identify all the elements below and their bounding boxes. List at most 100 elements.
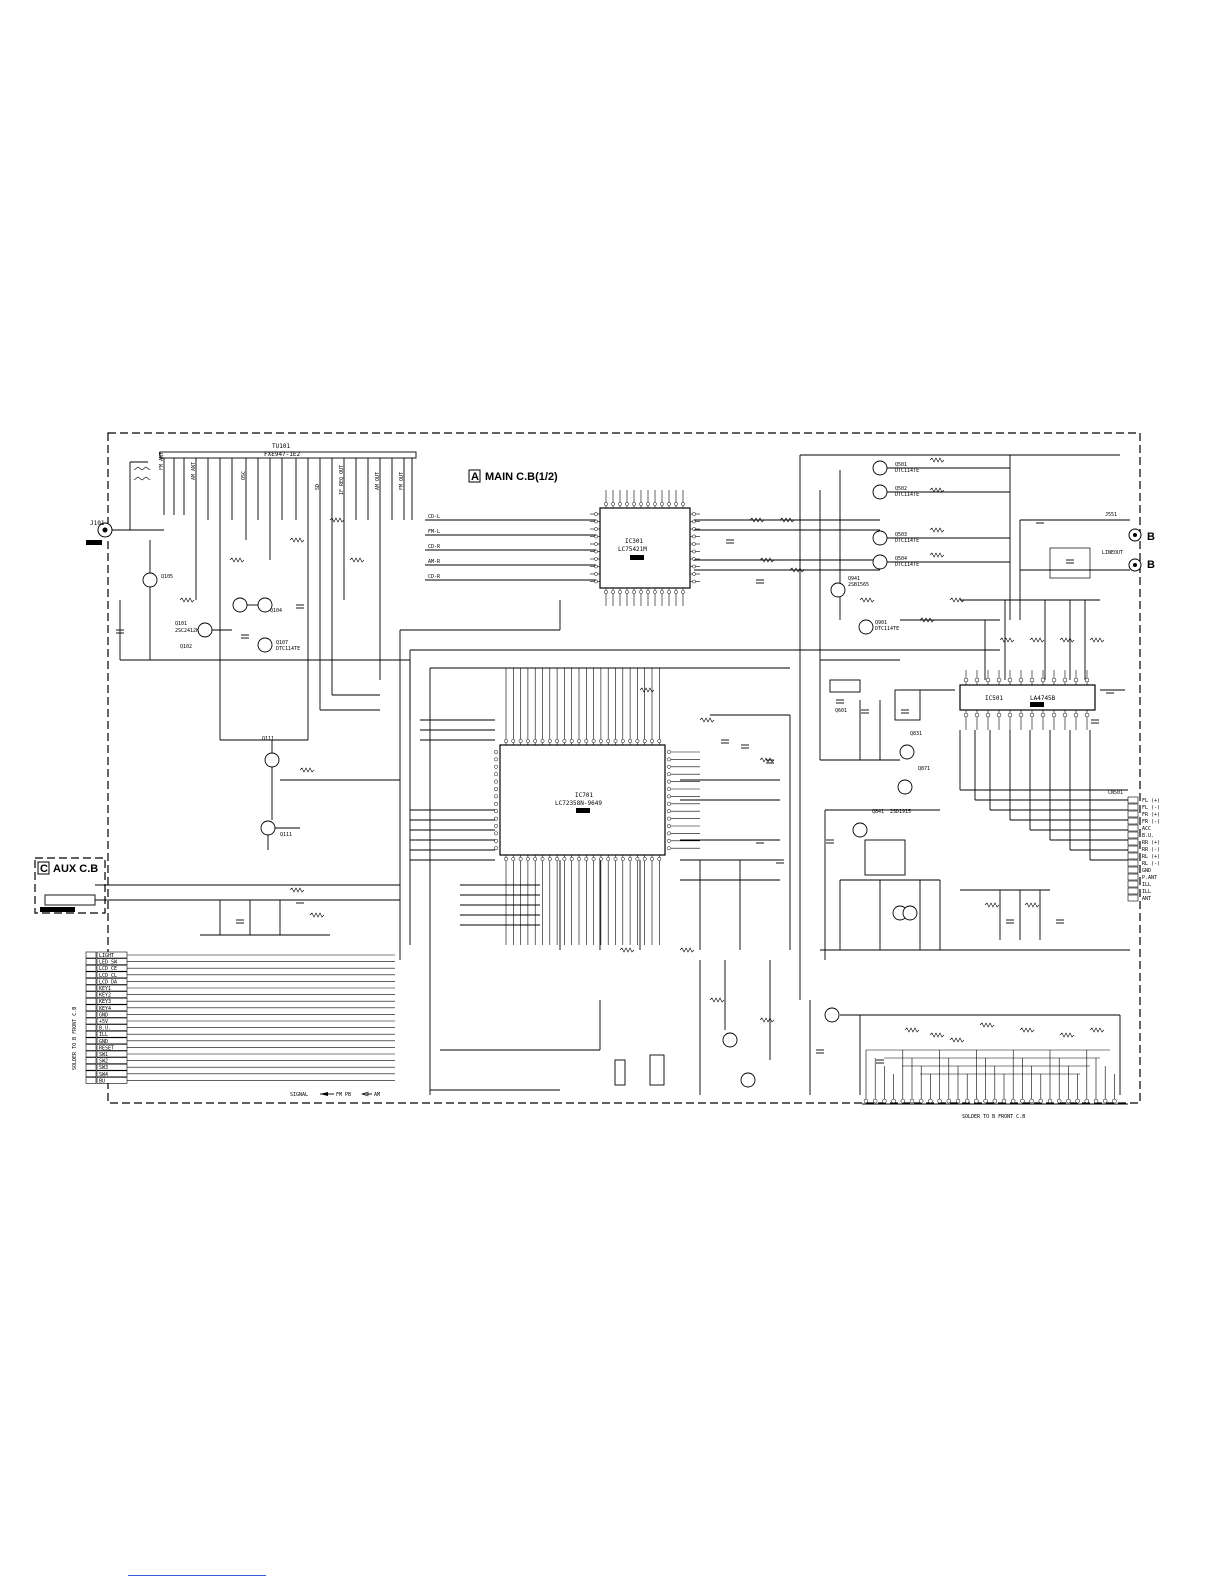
front-pin-label: GND <box>99 1039 108 1045</box>
front-pin-label: LIGHT <box>99 953 114 959</box>
speaker-pin-label: RR (-) <box>1142 847 1160 853</box>
svg-text:AM ANT: AM ANT <box>191 462 197 480</box>
front-pin-label: +5V <box>99 1019 108 1025</box>
svg-text:AM: AM <box>374 1092 380 1098</box>
svg-text:IC301: IC301 <box>625 538 643 545</box>
passive-components <box>116 457 1114 1064</box>
bottom-center-circuits <box>430 960 860 1095</box>
speaker-pin-label: FL (+) <box>1142 798 1160 804</box>
front-pin-label: GND <box>99 1012 108 1018</box>
svg-text:CN501: CN501 <box>1108 790 1123 796</box>
svg-text:J101: J101 <box>90 520 105 527</box>
front-pin-label: SW4 <box>99 1072 108 1078</box>
svg-text:LA4745B: LA4745B <box>1030 695 1056 702</box>
speaker-pin-label: B.U. <box>1142 833 1154 839</box>
ic301-audio-processor: IC301 LC75421M <box>599 507 691 589</box>
svg-text:Q107: Q107 <box>276 640 288 646</box>
svg-text:Q871: Q871 <box>918 766 930 772</box>
tuner-tu101: TU101 FXE947-1E2 FM ANT AM ANT OSC SD IF… <box>159 443 417 740</box>
svg-text:DTC114TE: DTC114TE <box>895 468 919 474</box>
svg-text:FM PB: FM PB <box>336 1092 351 1098</box>
svg-text:2SC2412K: 2SC2412K <box>175 628 199 634</box>
speaker-pin-label: RL (+) <box>1142 854 1160 860</box>
speaker-pin-label: P.ANT <box>1142 875 1157 881</box>
svg-text:Q104: Q104 <box>270 608 282 614</box>
svg-text:IC501: IC501 <box>985 695 1003 702</box>
main-board-boundary <box>107 432 1141 1104</box>
ic501-power-amplifier: IC501 LA4745B <box>959 684 1096 711</box>
front-pin-label: KEY4 <box>99 1006 111 1012</box>
power-supply-section: Q941 2SB1565 Q901 DTC114TE Q871 Q841 2SD… <box>819 576 1130 960</box>
svg-text:Q502: Q502 <box>895 486 907 492</box>
speaker-pin-label: RL (-) <box>1142 861 1160 867</box>
svg-text:FM OUT: FM OUT <box>399 472 405 490</box>
main-board-letter-box <box>468 469 481 483</box>
front-pin-label: SW2 <box>99 1059 108 1065</box>
svg-text:Q831: Q831 <box>910 731 922 737</box>
front-pin-label: SW3 <box>99 1065 108 1071</box>
speaker-pin-label: FR (-) <box>1142 819 1160 825</box>
svg-text:Q941: Q941 <box>848 576 860 582</box>
svg-text:AUX C.B: AUX C.B <box>53 863 98 875</box>
ic701-microcontroller: IC701 LC72358N-9649 <box>499 744 666 856</box>
svg-text:DTC114TE: DTC114TE <box>895 562 919 568</box>
switch-transistors-q501-q504: Q501 DTC114TE Q502 DTC114TE Q503 DTC114T… <box>872 455 1130 620</box>
svg-text:AM-R: AM-R <box>428 559 441 565</box>
front-pin-label: B.U. <box>99 1026 111 1032</box>
svg-text:IF REQ OUT: IF REQ OUT <box>339 465 345 495</box>
speaker-pin-label: ILL <box>1142 889 1151 895</box>
front-board-connector-block: SOLDER TO B FRONT C.B <box>859 1014 1128 1120</box>
aux-board: C AUX C.B <box>34 857 400 936</box>
svg-text:Q101: Q101 <box>175 621 187 627</box>
svg-text:SOLDER TO B FRONT C.B: SOLDER TO B FRONT C.B <box>962 1114 1025 1120</box>
ic701-pins <box>494 668 700 945</box>
footer-link-underline[interactable] <box>128 1575 266 1576</box>
main-board-letter: A <box>471 471 479 483</box>
svg-text:B: B <box>1147 559 1155 571</box>
speaker-pin-label: ACC <box>1142 826 1151 832</box>
ic301-pins <box>590 490 700 606</box>
front-pin-label: SW1 <box>99 1052 108 1058</box>
svg-text:Q601: Q601 <box>835 708 847 714</box>
svg-text:2SD1915: 2SD1915 <box>890 809 911 815</box>
aux-board-boundary <box>34 857 106 914</box>
ic501-lines <box>900 599 1128 861</box>
svg-text:SIGNAL: SIGNAL <box>290 1092 308 1098</box>
front-pin-label: KEY1 <box>99 986 111 992</box>
speaker-connector-cn501: CN501 FL (+)FL (-)FR (+)FR (-)ACCB.U.RR … <box>1108 790 1160 902</box>
svg-text:LINEOUT: LINEOUT <box>1102 550 1123 556</box>
ic501-pins <box>963 670 1090 730</box>
speaker-pin-label: ILL <box>1142 882 1151 888</box>
svg-text:B: B <box>1147 531 1155 543</box>
svg-text:DTC114TE: DTC114TE <box>895 492 919 498</box>
svg-text:Q105: Q105 <box>161 574 173 580</box>
svg-text:CD-R: CD-R <box>428 544 441 550</box>
svg-text:AM OUT: AM OUT <box>375 472 381 490</box>
ic301-input-lines: CD-L FM-L CD-R AM-R CD-R <box>399 514 596 960</box>
svg-text:J551: J551 <box>1105 512 1117 518</box>
svg-text:Q901: Q901 <box>875 620 887 626</box>
speaker-pin-label: ANT <box>1142 896 1151 902</box>
svg-text:OSC: OSC <box>241 471 247 480</box>
front-pin-label: KEY2 <box>99 993 111 999</box>
speaker-pin-label: RR (+) <box>1142 840 1160 846</box>
front-pin-label: RESET <box>99 1045 114 1051</box>
svg-text:FXE947-1E2: FXE947-1E2 <box>264 451 301 458</box>
svg-text:Q501: Q501 <box>895 462 907 468</box>
front-pin-label: LCD DA <box>99 979 117 985</box>
svg-text:Q111: Q111 <box>280 832 292 838</box>
front-pin-label: LED SW <box>99 960 118 966</box>
svg-text:DTC114TE: DTC114TE <box>875 626 899 632</box>
speaker-pin-label: GND <box>1142 868 1151 874</box>
svg-text:LC75421M: LC75421M <box>618 546 647 553</box>
svg-text:SD: SD <box>315 484 321 490</box>
svg-text:Q111: Q111 <box>262 736 274 742</box>
svg-text:2SB1565: 2SB1565 <box>848 582 869 588</box>
svg-text:C: C <box>40 863 48 875</box>
svg-text:SOLDER TO B FRONT C.B: SOLDER TO B FRONT C.B <box>72 1007 78 1070</box>
antenna-jack-j101: J101 <box>86 461 164 545</box>
svg-text:CD-L: CD-L <box>428 514 440 520</box>
speaker-pin-label: FR (+) <box>1142 812 1160 818</box>
lineout-jacks-j551: J551 LINEOUT B B <box>1049 512 1155 579</box>
